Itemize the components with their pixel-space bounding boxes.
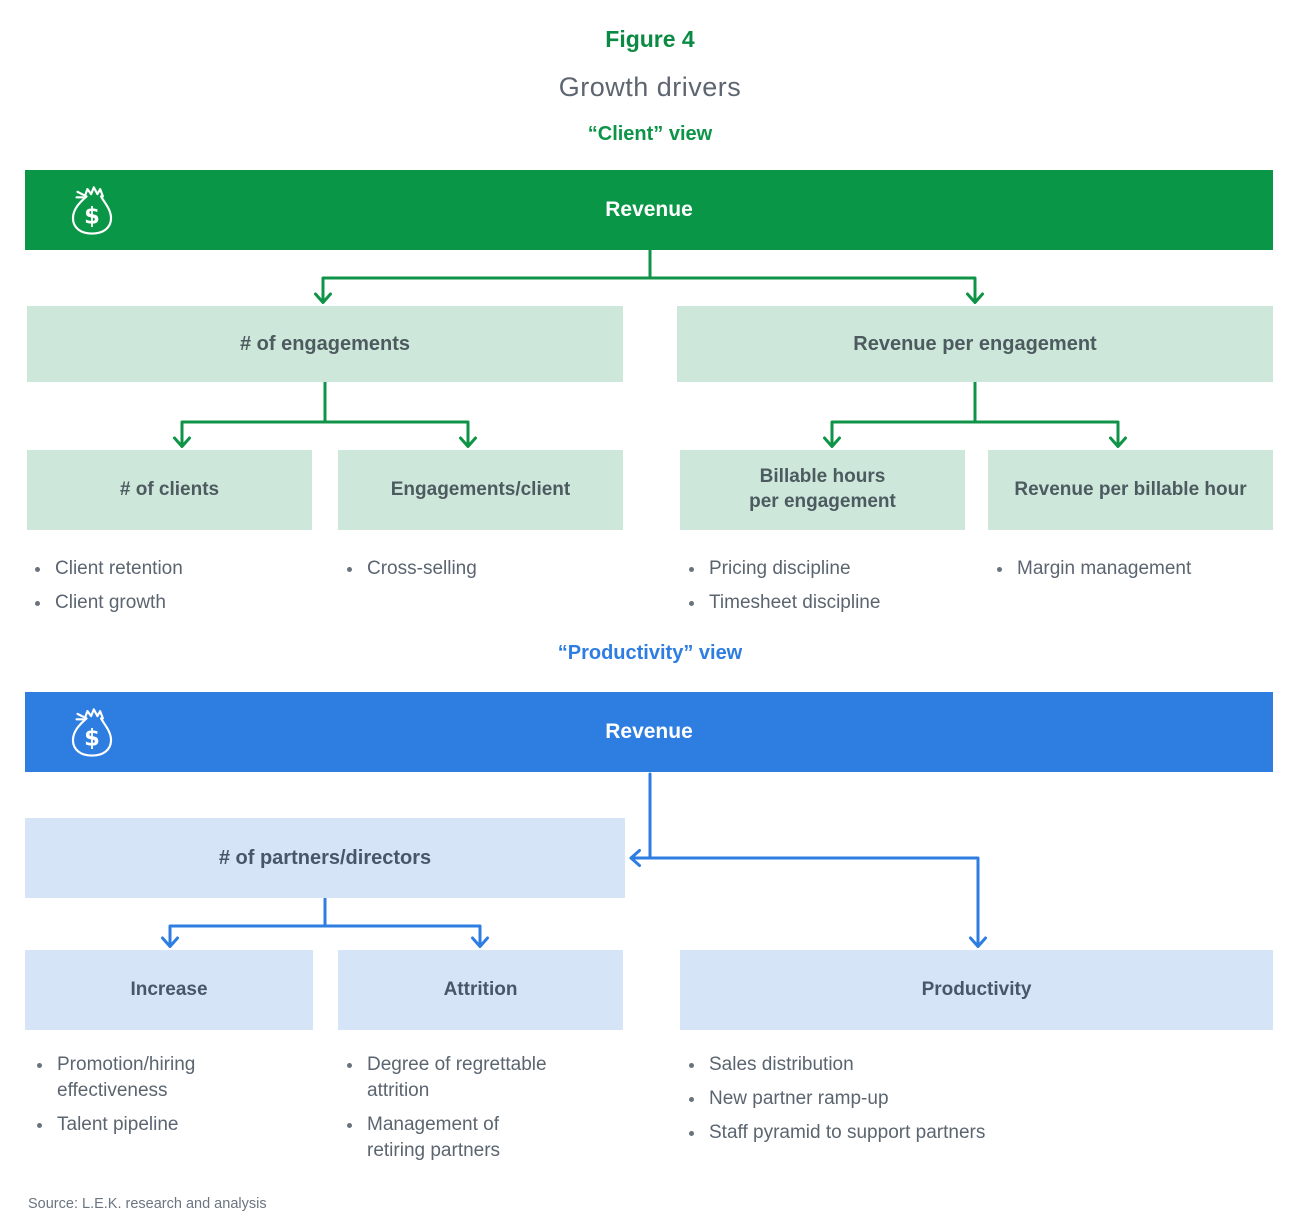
node-revenue-per-billable-hour: Revenue per billable hour xyxy=(988,450,1273,530)
money-bag-icon: $ xyxy=(71,708,113,757)
node-increase: Increase xyxy=(25,950,313,1030)
bullet-item: Sales distribution xyxy=(684,1052,1284,1078)
node-engagements-per-client: Engagements/client xyxy=(338,450,623,530)
node-revenue-per-engagement: Revenue per engagement xyxy=(677,306,1273,382)
node-num-engagements: # of engagements xyxy=(27,306,623,382)
bullet-item: Client growth xyxy=(30,590,320,616)
bullet-list-billable-hours: Pricing discipline Timesheet discipline xyxy=(684,556,979,624)
svg-text:$: $ xyxy=(84,204,100,230)
bullet-item: Staff pyramid to support partners xyxy=(684,1120,1284,1146)
node-partners-directors: # of partners/directors xyxy=(25,818,625,898)
bullet-item: Timesheet discipline xyxy=(684,590,979,616)
bullet-item: Client retention xyxy=(30,556,320,582)
bullet-item: Promotion/hiring effectiveness xyxy=(32,1052,322,1104)
bullet-item: Degree of regrettable attrition xyxy=(342,1052,632,1104)
client-revenue-label: Revenue xyxy=(605,198,693,221)
svg-text:$: $ xyxy=(84,726,100,752)
bullet-item: Margin management xyxy=(992,556,1287,582)
money-bag-icon: $ xyxy=(71,186,113,235)
productivity-revenue-bar: $ Revenue xyxy=(25,692,1273,772)
node-billable-hours: Billable hours per engagement xyxy=(680,450,965,530)
productivity-view-label: “Productivity” view xyxy=(557,642,743,664)
figure-label: Figure 4 xyxy=(605,26,695,52)
bullet-list-revenue-per-hour: Margin management xyxy=(992,556,1287,590)
node-productivity: Productivity xyxy=(680,950,1273,1030)
bullet-item: Management of retiring partners xyxy=(342,1112,632,1164)
client-revenue-bar: $ Revenue xyxy=(25,170,1273,250)
bullet-list-increase: Promotion/hiring effectiveness Talent pi… xyxy=(32,1052,322,1146)
bullet-item: Pricing discipline xyxy=(684,556,979,582)
bullet-item: Talent pipeline xyxy=(32,1112,322,1138)
bullet-list-attrition: Degree of regrettable attrition Manageme… xyxy=(342,1052,632,1172)
productivity-revenue-label: Revenue xyxy=(605,720,693,743)
source-note: Source: L.E.K. research and analysis xyxy=(28,1196,267,1212)
bullet-item: New partner ramp-up xyxy=(684,1086,1284,1112)
node-num-clients: # of clients xyxy=(27,450,312,530)
bullet-list-engagements-client: Cross-selling xyxy=(342,556,632,590)
bullet-list-productivity: Sales distribution New partner ramp-up S… xyxy=(684,1052,1284,1154)
client-view-label: “Client” view xyxy=(587,123,713,145)
bullet-item: Cross-selling xyxy=(342,556,632,582)
bullet-list-clients: Client retention Client growth xyxy=(30,556,320,624)
node-attrition: Attrition xyxy=(338,950,623,1030)
page-title: Growth drivers xyxy=(558,72,742,102)
